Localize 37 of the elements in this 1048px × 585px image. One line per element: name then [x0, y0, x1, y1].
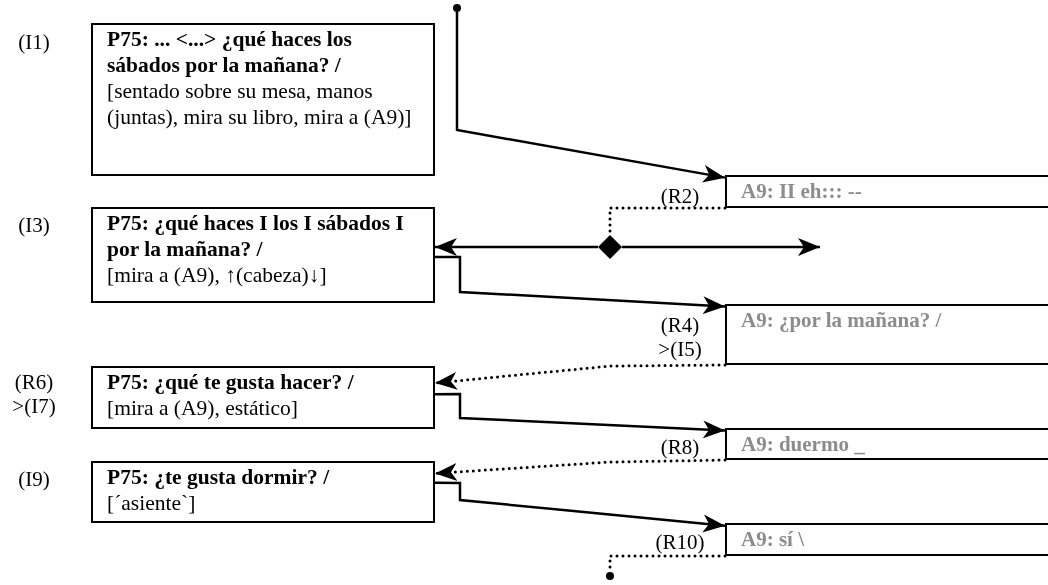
utterance-box — [725, 175, 1048, 208]
utterance-box — [91, 207, 435, 303]
utterance-text: P75: ¿qué te gusta hacer? / — [107, 369, 355, 395]
turn-label: (R6) >(I7) — [11, 370, 57, 418]
utterance-text: P75: ... <...> ¿qué haces los sábados por la mañana? / — [107, 26, 353, 78]
arrow — [435, 255, 726, 315]
utterance-box — [725, 428, 1048, 460]
utterance-text: P75: ¿qué haces I los I sábados I por la mañana? / — [107, 210, 405, 262]
utterance-text: A9: ¿por la mañana? / — [741, 307, 943, 333]
utterance-box — [91, 461, 435, 523]
turn-label: (R8) — [659, 435, 701, 459]
gesture-note: [´asiente`] — [107, 490, 197, 516]
turn-label: (I3) — [17, 213, 51, 237]
utterance-box — [91, 23, 435, 176]
turn-label: (R10) — [654, 530, 706, 554]
junction-diamond — [598, 235, 622, 259]
arrow — [622, 238, 820, 256]
arrow — [435, 238, 598, 257]
utterance-text: P75: ¿te gusta dormir? / — [107, 464, 331, 490]
arrow — [435, 392, 726, 439]
end-dot — [453, 4, 461, 12]
gesture-note: [mira a (A9), estático] — [107, 395, 300, 421]
turn-label: (I9) — [17, 467, 51, 491]
utterance-box — [91, 366, 435, 429]
utterance-text: A9: sí \ — [741, 526, 805, 552]
utterance-box — [725, 523, 1048, 556]
utterance-text: A9: duermo _ — [741, 431, 866, 457]
arrow — [455, 12, 726, 183]
turn-label: (R4) >(I5) — [657, 313, 703, 361]
utterance-box — [725, 304, 1048, 365]
utterance-text: A9: II eh::: -- — [741, 178, 863, 204]
turn-label: (R2) — [659, 184, 701, 208]
gesture-note: [sentado sobre su mesa, manos (juntas), mira su libro, mira a (A9)] — [107, 78, 413, 130]
turn-label: (I1) — [17, 30, 51, 54]
end-dot — [606, 572, 614, 580]
arrow — [435, 481, 726, 533]
gesture-note: [mira a (A9), ↑(cabeza)↓] — [107, 262, 328, 288]
